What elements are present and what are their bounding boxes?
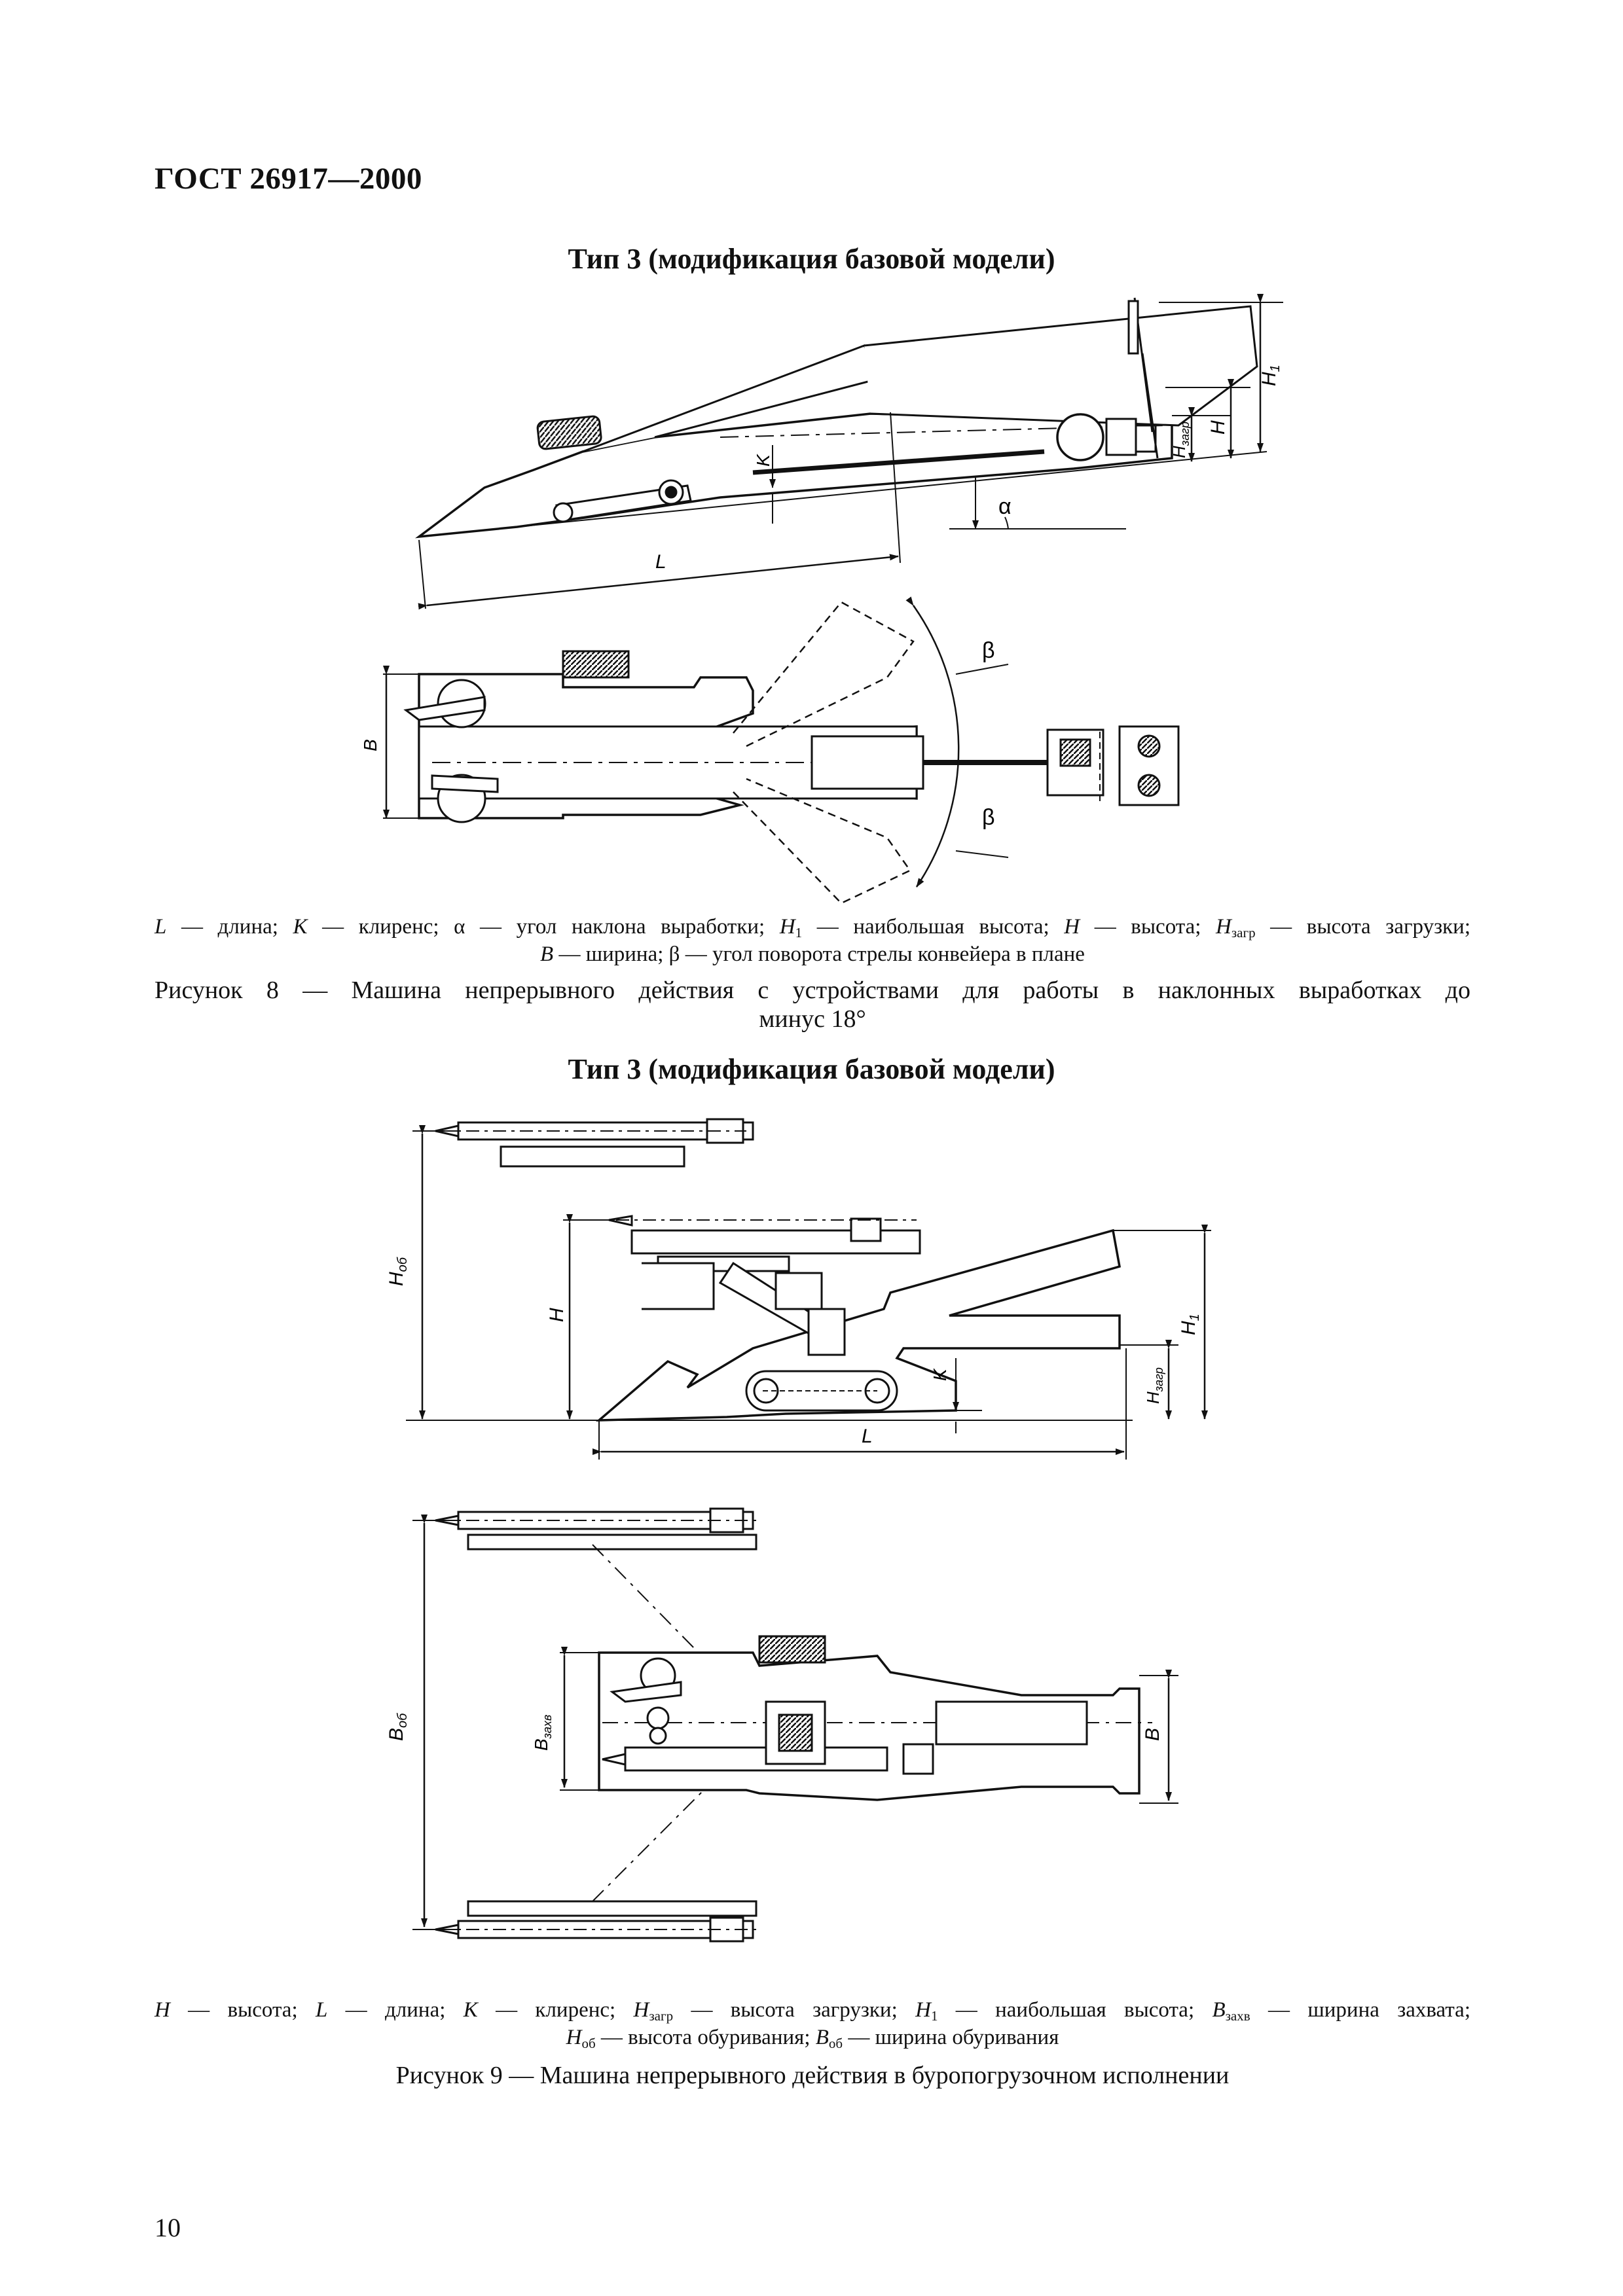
- fig8-label-beta-top: β: [982, 638, 995, 663]
- fig8-side-view: [414, 294, 1283, 610]
- fig9-label-K: K: [930, 1368, 950, 1381]
- fig9-label-H: H: [546, 1308, 568, 1322]
- fig9-label-Bob: Bоб: [386, 1713, 410, 1741]
- fig8-label-L: L: [655, 551, 666, 573]
- fig8-plan-view: [383, 596, 1180, 905]
- standard-code: ГОСТ 26917—2000: [155, 162, 422, 196]
- figure8-caption-line2: минус 18°: [759, 1005, 866, 1033]
- figure9-legend-line2: Hоб — высота обуривания; Bоб — ширина об…: [566, 2026, 1059, 2051]
- figure9-heading: Тип 3 (модификация базовой модели): [568, 1053, 1055, 1085]
- fig8-label-beta-bottom: β: [982, 805, 995, 830]
- figure8-heading: Тип 3 (модификация базовой модели): [568, 243, 1055, 275]
- fig9-label-B: B: [1142, 1728, 1163, 1741]
- page-number: 10: [155, 2213, 181, 2242]
- fig8-label-alpha: α: [998, 494, 1012, 519]
- fig9-label-Hob: Hоб: [386, 1257, 410, 1286]
- fig8-label-B: B: [360, 739, 380, 751]
- fig9-side-view: [406, 1118, 1211, 1460]
- fig8-label-K: K: [753, 454, 773, 467]
- fig9-label-Hzagr: Hзагр: [1143, 1367, 1165, 1404]
- fig9-label-H1: H1: [1178, 1314, 1202, 1335]
- fig9-label-Bzahv: Bзахв: [531, 1715, 554, 1751]
- fig8-label-Hzagr: Hзагр: [1169, 422, 1192, 458]
- fig8-label-H: H: [1207, 420, 1229, 435]
- fig9-plan-view: [412, 1507, 1178, 1943]
- figure9-caption: Рисунок 9 — Машина непрерывного действия…: [395, 2062, 1230, 2089]
- figure8-legend-line2: B — ширина; β — угол поворота стрелы кон…: [540, 942, 1085, 966]
- figure8-legend-line1: L — длина; K — клиренс; α — угол наклона…: [155, 915, 1470, 941]
- fig9-label-L: L: [862, 1426, 873, 1447]
- figure9-legend-line1: H — высота; L — длина; K — клиренс; Hзаг…: [155, 1998, 1470, 2024]
- figure8-caption-line1: Рисунок 8 — Машина непрерывного действия…: [155, 977, 1470, 1004]
- fig8-label-H1: H1: [1258, 365, 1283, 386]
